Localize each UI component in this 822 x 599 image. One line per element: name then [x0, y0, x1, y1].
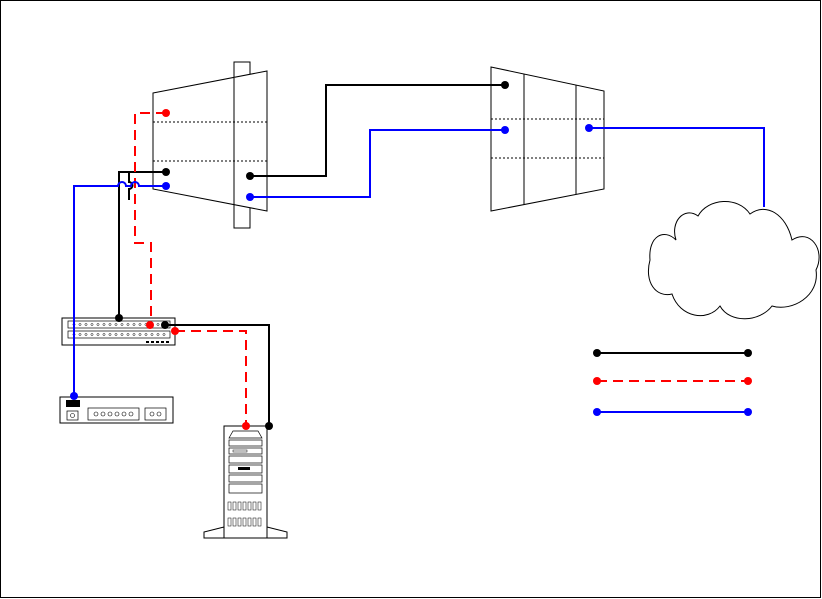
legend-blue-dot-end: [744, 408, 752, 416]
legend-blue-dot-start: [593, 408, 601, 416]
node-dot: [242, 422, 250, 430]
node-dot: [265, 422, 273, 430]
server-drive-5: [229, 475, 262, 482]
modem-indicator-panel: [88, 408, 139, 420]
hub-port-strip-bottom: [68, 331, 170, 338]
server-drive-slot-4: [238, 467, 250, 470]
node-dot: [161, 321, 169, 329]
node-dot: [162, 109, 170, 117]
server-drive-1: [229, 440, 262, 446]
node-dot: [115, 314, 123, 322]
node-dot: [501, 126, 509, 134]
patch-panel-right: [491, 67, 604, 211]
node-dot: [246, 193, 254, 201]
hub-port-strip-top: [68, 321, 170, 328]
node-dot: [146, 321, 154, 329]
legend-black-dot-start: [593, 349, 601, 357]
node-dot: [246, 172, 254, 180]
patch-panel-right-body: [491, 67, 604, 211]
legend-red-dot-start: [593, 377, 601, 385]
network-hub: [62, 318, 175, 345]
legend-red-dot-end: [744, 377, 752, 385]
node-dot: [162, 182, 170, 190]
modem-jack: [66, 400, 80, 407]
legend-black-dot-end: [744, 349, 752, 357]
modem: [60, 397, 173, 423]
node-dot: [70, 392, 78, 400]
patch-panel-left-body: [153, 71, 267, 211]
node-dot: [171, 327, 179, 335]
server-drive-6: [229, 484, 262, 493]
server-top-bay: [229, 431, 262, 438]
node-dot: [162, 168, 170, 176]
server-drive-2: [229, 448, 262, 454]
node-dot: [585, 124, 593, 132]
modem-button-left: [67, 411, 78, 420]
node-dot: [501, 81, 509, 89]
server-drive-3: [229, 456, 262, 463]
modem-button-right: [145, 408, 166, 420]
